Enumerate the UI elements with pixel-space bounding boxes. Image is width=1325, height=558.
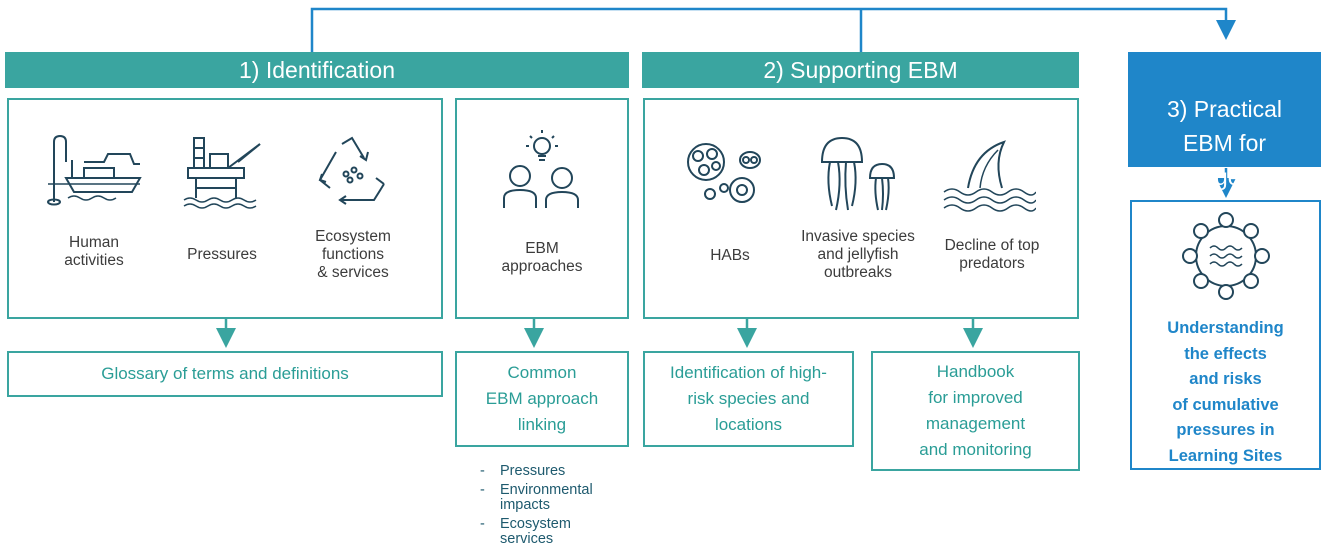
- output-common-ebm-text: Common EBM approach linking: [485, 363, 599, 434]
- label-habs: HABs: [710, 247, 750, 264]
- output-glossary-text: Glossary of terms and definitions: [101, 364, 349, 383]
- output-high-risk-text: Identification of high- risk species and…: [670, 363, 827, 434]
- label-pressures: Pressures: [187, 246, 257, 263]
- oil-platform-icon: [180, 132, 270, 212]
- understanding-box: [1130, 200, 1321, 470]
- label-decline-predators: Decline of top predators: [944, 237, 1040, 272]
- people-lightbulb-icon: [494, 128, 590, 212]
- section-practical-title: 3) Practical EBM for Management: [1157, 96, 1292, 190]
- bullet-pressures: Pressures: [474, 463, 634, 480]
- output-handbook: Handbook for improved management and mon…: [871, 351, 1080, 471]
- identification-box: [7, 98, 443, 319]
- ebm-approaches-box: [455, 98, 629, 319]
- label-invasive-species: Invasive species and jellyfish outbreaks: [801, 228, 915, 281]
- output-high-risk: Identification of high- risk species and…: [643, 351, 854, 447]
- output-common-ebm: Common EBM approach linking: [455, 351, 629, 447]
- jellyfish-icon: [818, 134, 904, 214]
- label-ecosystem-functions: Ecosystem functions & services: [315, 228, 391, 281]
- section-identification: 1) Identification: [5, 52, 629, 88]
- section-supporting-title: 2) Supporting EBM: [763, 56, 958, 83]
- network-waves-icon: [1180, 210, 1272, 302]
- shark-fin-icon: [940, 138, 1036, 214]
- bullet-list: Pressures Environmental impacts Ecosyste…: [474, 463, 634, 548]
- bullet-environmental-impacts: Environmental impacts: [474, 482, 634, 514]
- label-ebm-approaches: EBM approaches: [501, 240, 583, 275]
- top-connector: [310, 7, 1236, 52]
- boat-icon: [44, 132, 144, 212]
- supporting-box: [643, 98, 1079, 319]
- section-supporting: 2) Supporting EBM: [642, 52, 1079, 88]
- bullet-ecosystem-services: Ecosystem services: [474, 516, 634, 548]
- label-human-activities: Human activities: [64, 234, 124, 269]
- section-practical: 3) Practical EBM for Management: [1128, 52, 1321, 190]
- output-understanding: Understanding the effects and risks of c…: [1167, 319, 1284, 465]
- bullet-list-container: Pressures Environmental impacts Ecosyste…: [474, 463, 634, 551]
- algae-icon: [684, 140, 770, 212]
- output-handbook-text: Handbook for improved management and mon…: [919, 362, 1032, 459]
- output-glossary: Glossary of terms and definitions: [7, 351, 443, 397]
- section-identification-title: 1) Identification: [239, 56, 395, 83]
- recycle-icon: [312, 134, 392, 210]
